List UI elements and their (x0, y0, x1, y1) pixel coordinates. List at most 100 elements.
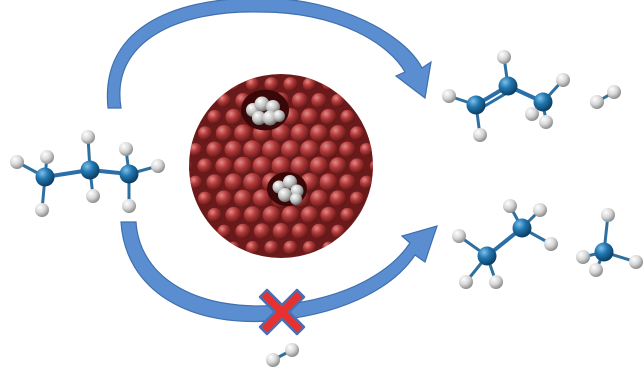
catalyst-atom (197, 191, 213, 206)
catalyst-atom (329, 157, 347, 175)
catalyst-atom (331, 224, 345, 239)
pore-atom (278, 188, 292, 202)
catalyst-atom (243, 206, 262, 224)
catalyst-atom (224, 140, 243, 159)
hydrogen-atom (576, 250, 590, 264)
carbon-atom (512, 218, 532, 238)
catalyst-atom (206, 174, 223, 191)
catalyst-atom (340, 207, 355, 223)
hydrogen-atom (40, 150, 54, 164)
catalyst-atom (331, 93, 345, 108)
hydrogen-atom (607, 85, 621, 99)
catalyst-atom (339, 141, 356, 158)
dehydrogenation-arrow (106, 0, 432, 109)
hydrogen-atom (122, 199, 136, 213)
catalyst-atom (262, 140, 281, 160)
catalyst-atom (245, 240, 260, 255)
catalyst-atom (310, 189, 328, 208)
catalyst-atom (234, 189, 252, 208)
hydrogen-atom (452, 229, 466, 243)
catalyst-atom (271, 123, 291, 143)
catalyst-atom (245, 77, 260, 92)
carbon-atom (119, 164, 139, 184)
pore-atom (283, 175, 297, 189)
pore-atom (252, 111, 266, 125)
catalyst-atom (243, 172, 262, 192)
catalyst-atom (227, 241, 240, 254)
catalyst-atom (271, 156, 291, 176)
catalyst-atom (290, 156, 310, 176)
catalyst-atom (302, 240, 317, 255)
hydrogen-blocked-molecule (266, 343, 299, 367)
catalyst-atom (215, 125, 233, 142)
methane-molecule (576, 208, 643, 277)
catalyst-atom (234, 124, 252, 143)
catalyst-atom (281, 206, 300, 224)
hydrogen-atom (544, 237, 558, 251)
catalyst-atom (224, 173, 243, 192)
catalyst-atom (290, 124, 310, 143)
hydrogen-atom (601, 208, 615, 222)
molecules-layer (10, 50, 643, 367)
catalyst-atom (291, 223, 309, 240)
catalyst-atom (253, 223, 271, 240)
hydrogen-atom (533, 203, 547, 217)
catalyst-atom (197, 158, 213, 174)
catalyst-atom (349, 126, 365, 141)
catalyst-atom (359, 142, 373, 157)
catalyst-atom (320, 206, 337, 224)
hydrogen-atom (589, 263, 603, 277)
catalyst-atom (243, 140, 262, 160)
catalyst-atom (309, 156, 329, 176)
hydrogen-atom (81, 130, 95, 144)
catalyst-atom (189, 159, 193, 173)
catalyst-pore-lower (267, 172, 307, 206)
catalyst-atom (262, 206, 281, 224)
catalyst-atom (339, 174, 356, 191)
hydrogen-atom (503, 199, 517, 213)
hydrogen-atom (629, 255, 643, 269)
catalyst-atom (281, 140, 300, 160)
catalyst-atom (320, 108, 337, 126)
hydrogen-atom (151, 159, 165, 173)
catalyst-atom (322, 241, 335, 254)
catalyst-atom (206, 141, 223, 158)
pore-atom (266, 100, 280, 114)
carbon-atom (498, 76, 518, 96)
catalyst-atom (369, 159, 373, 173)
carbon-atom (533, 92, 553, 112)
catalyst-atom (252, 156, 272, 176)
catalyst-atom (300, 140, 319, 160)
catalyst-atom (252, 189, 272, 208)
hydrogen-atom (266, 353, 280, 367)
catalyst-atom (215, 190, 233, 207)
catalyst-atom (329, 190, 347, 207)
hydrogen-atom (285, 343, 299, 357)
hydrogen-atom (86, 189, 100, 203)
catalyst-atom (291, 92, 309, 109)
catalyst-atom (207, 109, 222, 125)
catalyst-atom (227, 78, 240, 91)
hydrogen-atom (10, 155, 24, 169)
carbon-atom (477, 246, 497, 266)
catalyst-atom (283, 77, 298, 92)
hydrogen-atom (473, 128, 487, 142)
catalyst-atom (215, 157, 233, 175)
cracking-arrow (120, 221, 438, 323)
catalyst-atom (319, 173, 338, 192)
catalyst-atom (359, 175, 373, 190)
catalyst-atom (283, 240, 298, 255)
catalyst-atom (189, 142, 203, 157)
hydrogen-atom (35, 203, 49, 217)
propene-molecule (442, 50, 570, 142)
catalyst-atom (349, 158, 365, 174)
catalyst-pore-upper (241, 89, 289, 131)
catalyst-atom (329, 125, 347, 142)
catalyst-atom (225, 206, 242, 224)
hydrogen-atom (539, 115, 553, 129)
pore-atom (273, 110, 285, 122)
catalyst-atom (310, 124, 328, 143)
carbon-atom (466, 95, 486, 115)
hydrogen-atom (489, 275, 503, 289)
